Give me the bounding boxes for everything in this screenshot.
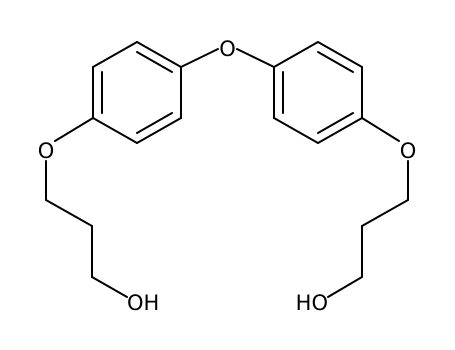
double-bond-inner <box>317 51 354 73</box>
right-benzene-ring <box>273 41 363 144</box>
left-hydroxypropoxy-chain: O OH <box>38 117 159 315</box>
double-bond-inner <box>317 112 354 134</box>
right-hydroxyl-label: HO <box>296 291 328 315</box>
left-hydroxyl-label: OH <box>127 291 159 315</box>
ether-bridge: O <box>180 37 275 68</box>
bond <box>91 276 128 298</box>
bond <box>327 276 363 298</box>
bond <box>317 41 363 68</box>
bond <box>236 48 275 68</box>
bond <box>136 41 182 68</box>
bond <box>136 117 182 144</box>
bond <box>45 199 93 227</box>
bond <box>92 41 138 68</box>
bond <box>180 48 219 68</box>
bond <box>273 117 319 144</box>
bond <box>361 117 400 142</box>
right-hydroxypropoxy-chain: O HO <box>296 117 417 315</box>
left-ring-oxygen-label: O <box>38 139 55 163</box>
bond <box>361 199 409 227</box>
bond <box>317 117 363 144</box>
left-benzene-ring <box>92 41 182 144</box>
double-bond-inner <box>136 112 173 134</box>
bond <box>273 41 319 68</box>
ether-oxygen-label: O <box>219 37 236 61</box>
right-ring-oxygen-label: O <box>400 139 417 163</box>
double-bond-inner <box>136 51 173 73</box>
bond <box>54 117 94 142</box>
bond <box>92 117 138 144</box>
